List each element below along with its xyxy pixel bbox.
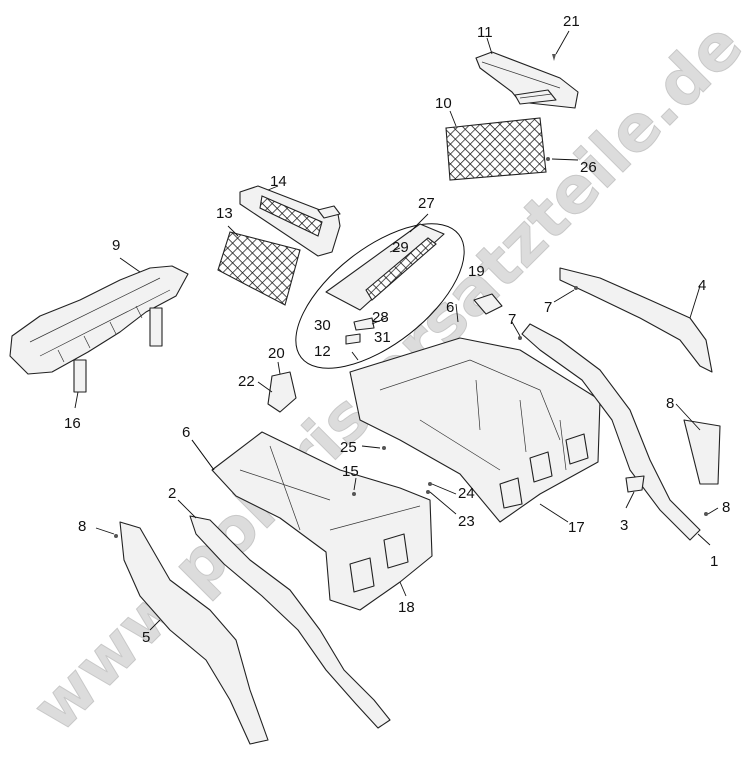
callout-30[interactable]: 30: [314, 317, 331, 334]
callout-28[interactable]: 28: [372, 309, 389, 326]
callout-18[interactable]: 18: [398, 599, 415, 616]
callout-5[interactable]: 5: [142, 629, 150, 646]
part-11-top-cover[interactable]: [475, 51, 579, 109]
callout-24[interactable]: 24: [458, 485, 475, 502]
callout-labels: 11 21 10 26 14 13 27 29 9 19 7 4 6 7 28 …: [64, 13, 730, 646]
callout-29[interactable]: 29: [392, 239, 409, 256]
part-13-mesh-panel[interactable]: [217, 231, 301, 306]
part-9-side-rail[interactable]: [9, 265, 189, 393]
callout-19[interactable]: 19: [468, 263, 485, 280]
part-28-latch[interactable]: [353, 317, 375, 331]
callout-20[interactable]: 20: [268, 345, 285, 362]
callout-13[interactable]: 13: [216, 205, 233, 222]
part-10-mesh-grille[interactable]: [445, 117, 547, 181]
callout-21[interactable]: 21: [563, 13, 580, 30]
part-22-bracket[interactable]: [267, 371, 297, 413]
leader-lines: [74, 30, 719, 631]
part-31-bracket[interactable]: [345, 333, 361, 345]
callout-12[interactable]: 12: [314, 343, 331, 360]
callout-31[interactable]: 31: [374, 329, 391, 346]
part-29-mesh-lid[interactable]: [325, 223, 445, 311]
part-8-right-panel[interactable]: [683, 419, 721, 485]
callout-7b[interactable]: 7: [508, 311, 516, 328]
part-2-left-rail[interactable]: [189, 515, 391, 729]
callout-4[interactable]: 4: [698, 277, 706, 294]
callout-26[interactable]: 26: [580, 159, 597, 176]
callout-23[interactable]: 23: [458, 513, 475, 530]
part-4-right-fender[interactable]: [559, 267, 713, 373]
callout-1[interactable]: 1: [710, 553, 718, 570]
callout-8c[interactable]: 8: [78, 518, 86, 535]
callout-9[interactable]: 9: [112, 237, 120, 254]
callout-6b[interactable]: 6: [182, 424, 190, 441]
callout-11[interactable]: 11: [477, 24, 493, 41]
part-3-fastener[interactable]: [625, 475, 645, 493]
callout-7a[interactable]: 7: [544, 299, 552, 316]
callout-25[interactable]: 25: [340, 439, 357, 456]
callout-6a[interactable]: 6: [446, 299, 454, 316]
callout-27[interactable]: 27: [418, 195, 435, 212]
callout-2[interactable]: 2: [168, 485, 176, 502]
part-14-cover[interactable]: [239, 185, 341, 257]
part-21-screw[interactable]: [552, 54, 556, 61]
part-5-left-fender[interactable]: [119, 521, 269, 745]
callout-8b[interactable]: 8: [722, 499, 730, 516]
callout-10[interactable]: 10: [435, 95, 452, 112]
part-18-front-tub[interactable]: [211, 431, 433, 611]
part-26-screw[interactable]: [546, 157, 550, 161]
callout-15[interactable]: 15: [342, 463, 359, 480]
part-1-right-rail[interactable]: [521, 323, 701, 541]
part-19-bracket[interactable]: [473, 293, 503, 315]
callout-8a[interactable]: 8: [666, 395, 674, 412]
callout-14[interactable]: 14: [270, 173, 287, 190]
part-17-rear-tub[interactable]: [349, 337, 601, 523]
callout-3[interactable]: 3: [620, 517, 628, 534]
callout-22[interactable]: 22: [238, 373, 255, 390]
part-27-assembly-group[interactable]: [272, 197, 489, 396]
screw-set: [114, 286, 708, 538]
callout-17[interactable]: 17: [568, 519, 585, 536]
callout-16[interactable]: 16: [64, 415, 81, 432]
